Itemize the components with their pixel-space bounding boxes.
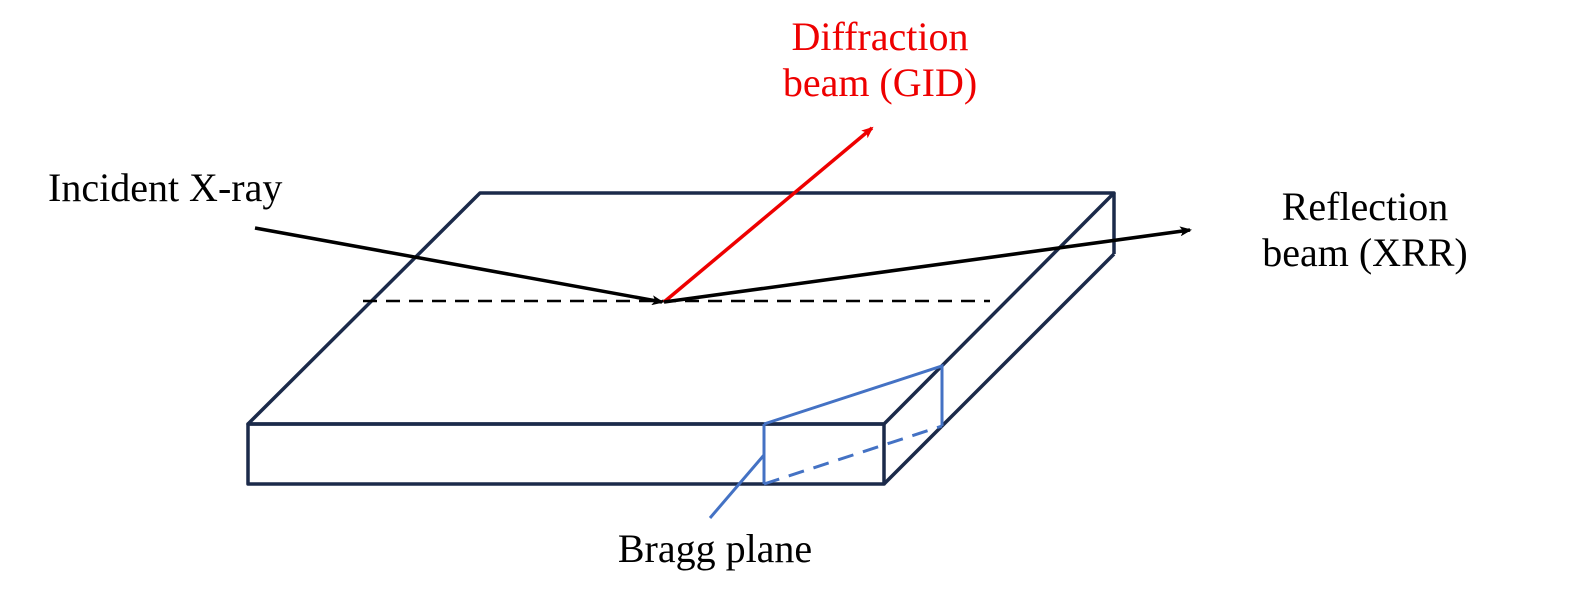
bragg-plane — [708, 363, 944, 519]
bragg-plane-top-edge — [763, 363, 944, 426]
diffraction-label-line2: beam (GID) — [782, 60, 978, 105]
box-front-face — [246, 422, 886, 486]
incident-xray-arrow — [254, 226, 664, 306]
diffraction-label-line1: Diffraction — [791, 14, 969, 59]
diffraction-beam-label: Diffraction beam (GID) — [720, 14, 1040, 106]
bragg-plane-pointer — [708, 454, 766, 519]
reflection-beam-label: Reflection beam (XRR) — [1200, 184, 1530, 276]
box-top-face — [246, 191, 1116, 426]
incident-xray-label: Incident X-ray — [48, 165, 283, 210]
reflection-label-line1: Reflection — [1281, 184, 1449, 229]
bragg-plane-hidden-edge — [763, 424, 943, 486]
bragg-plane-label: Bragg plane — [617, 526, 813, 571]
reflection-label-line2: beam (XRR) — [1262, 230, 1468, 275]
diffraction-beam-arrow — [662, 126, 874, 304]
box-right-bottom-edge — [882, 252, 1116, 486]
substrate-box — [246, 191, 1116, 486]
reflection-beam-arrow — [663, 226, 1192, 304]
